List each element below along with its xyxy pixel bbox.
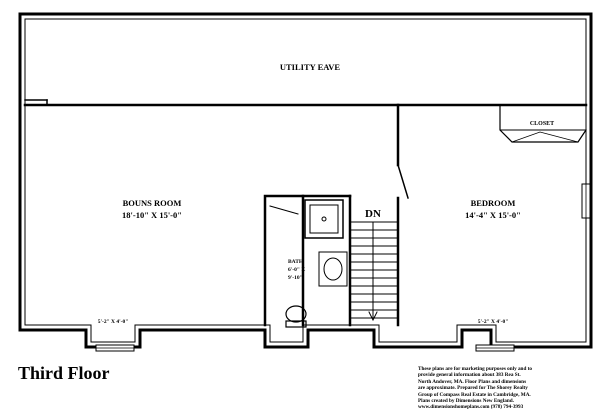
bonus-room-label: BOUNS ROOM (123, 198, 182, 208)
sink-icon (323, 257, 343, 281)
disclaimer-text: These plans are for marketing purposes o… (418, 366, 532, 411)
floor-title: Third Floor (18, 363, 110, 383)
bedroom-label: BEDROOM (471, 198, 516, 208)
bath-wall (263, 194, 305, 327)
utility-eave-label: UTILITY EAVE (280, 62, 341, 72)
bonus-room-size: 18'-10" X 15'-0" (122, 210, 182, 220)
closet-label: CLOSET (530, 121, 554, 127)
bath-size-line1: 6'-0" X (288, 267, 305, 273)
bedroom-dormer-size: 5'-2" X 4'-0" (478, 319, 509, 325)
vanity (318, 251, 348, 287)
bath-label: BATH (288, 259, 304, 265)
bath-size-line2: 9'-10" (288, 275, 303, 281)
toilet-icon (285, 305, 307, 323)
shower-stall (304, 199, 344, 239)
stair-treads (349, 221, 399, 319)
stairs-down-label: DN (365, 208, 381, 220)
bedroom-size: 14'-4" X 15'-0" (465, 210, 521, 220)
bonus-dormer-size: 5'-2" X 4'-0" (98, 319, 129, 325)
